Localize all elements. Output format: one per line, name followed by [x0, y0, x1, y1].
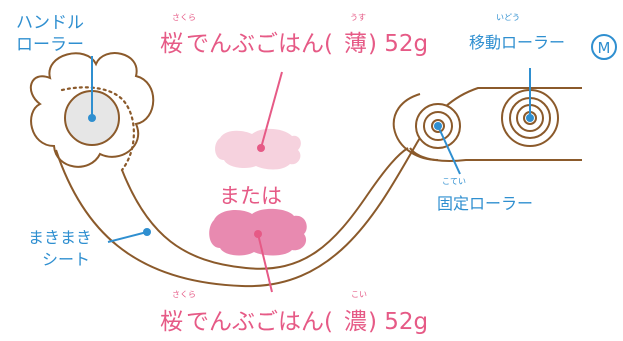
sheet-inner-line	[121, 147, 409, 270]
sakura-light-kanji: 桜	[160, 31, 183, 57]
fixed-roller-label: 固定ローラー	[437, 194, 533, 213]
makimaki-label-line1: まきまき	[28, 228, 92, 247]
sakura-light-ruby: さくら	[172, 13, 196, 22]
or-label: または	[219, 184, 282, 208]
handle-roller-label-line1: ハンドル	[16, 13, 84, 33]
sakura-dark-kanji: 桜	[160, 309, 183, 335]
sheet-right-bottom-line	[409, 147, 582, 162]
motor-badge-circle	[591, 34, 617, 60]
sakura-light-thin-kanji: 薄	[344, 31, 367, 57]
moving-roller-ruby: いどう	[496, 13, 520, 22]
sakura-light-tail: ) 52g	[368, 31, 428, 57]
sakura-light-mid: でんぶごはん(	[186, 31, 333, 57]
sheet-wrap-dotted	[60, 86, 135, 172]
makimaki-label-line2: シート	[42, 250, 90, 269]
sakura-light-pointer-line	[260, 71, 283, 149]
makimaki-pointer-dot	[143, 228, 151, 236]
handle-pointer-dot	[88, 114, 96, 122]
sakura-dark-tail: ) 52g	[368, 309, 428, 335]
pointer-lines	[88, 56, 534, 293]
handle-roller-label-line2: ローラー	[16, 35, 84, 55]
sakura-light-thin-ruby: うす	[350, 13, 366, 22]
sakura-dark-mid: でんぶごはん(	[186, 309, 333, 335]
sakura-dark-thick-ruby: こい	[351, 290, 367, 299]
moving-roller-label: 移動ローラー	[469, 33, 565, 52]
sheet-right-top-line	[392, 93, 439, 161]
fixed-pointer-line	[437, 125, 461, 175]
makimaki-pointer-line	[107, 231, 148, 243]
motor-badge-text: M	[598, 39, 611, 57]
sakura-light-pointer-dot	[257, 144, 265, 152]
sakura-dark-ruby: さくら	[172, 290, 196, 299]
moving-pointer-dot	[526, 114, 534, 122]
sakura-dark-pointer-dot	[254, 230, 262, 238]
sakura-dark-thick-kanji: 濃	[344, 309, 367, 335]
fixed-roller-ruby: こてい	[442, 177, 466, 186]
fixed-pointer-dot	[434, 122, 442, 130]
sakura-dark-pointer-line	[257, 233, 273, 293]
